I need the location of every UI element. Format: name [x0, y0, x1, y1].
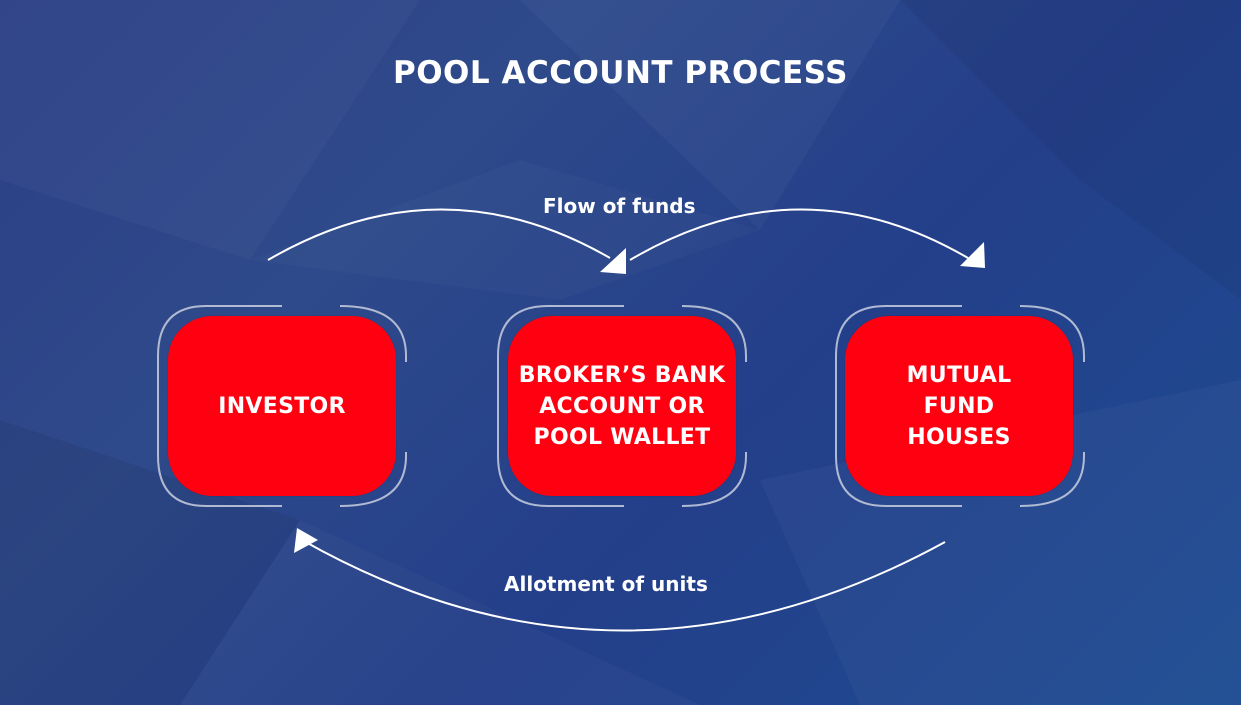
arrowhead-broker [600, 248, 626, 274]
allotment-of-units-label: Allotment of units [504, 572, 708, 596]
diagram-title: POOL ACCOUNT PROCESS [392, 55, 848, 91]
node-mutual-fund-label: MUTUAL FUND HOUSES [906, 362, 1012, 450]
node-mutual-fund-houses: MUTUAL FUND HOUSES [845, 316, 1073, 496]
node-investor-label: INVESTOR [218, 393, 346, 419]
node-broker-label: BROKER’S BANK ACCOUNT OR POOL WALLET [518, 362, 726, 450]
flow-of-funds-label: Flow of funds [543, 194, 696, 218]
ring-investor [157, 305, 282, 507]
ring-mutual-fund [835, 305, 962, 507]
arrow-broker-to-mutual-fund [629, 208, 969, 261]
arrowhead-investor [294, 528, 318, 553]
ring-broker [497, 305, 624, 507]
arrowhead-mutual-fund [960, 242, 985, 268]
arrow-investor-to-broker [267, 208, 611, 261]
arrow-mutual-fund-to-investor [301, 539, 946, 632]
node-investor: INVESTOR [168, 316, 396, 496]
node-broker-bank-account: BROKER’S BANK ACCOUNT OR POOL WALLET [508, 316, 736, 496]
